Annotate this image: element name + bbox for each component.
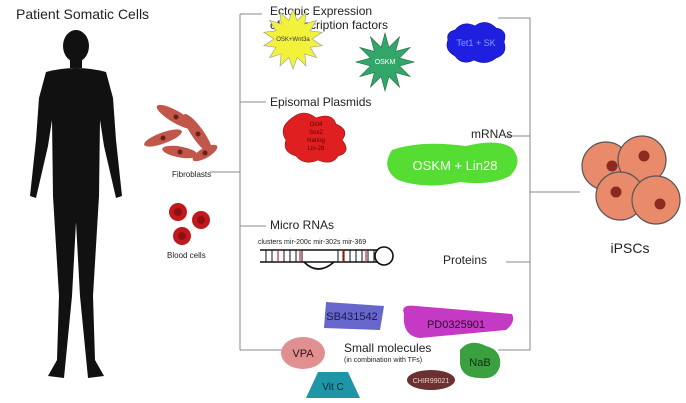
blood-cells (169, 203, 210, 245)
vitc-shape (306, 372, 360, 398)
nab-label: NaB (469, 357, 490, 369)
ipscs-label: iPSCs (611, 240, 650, 256)
fibroblasts-label: Fibroblasts (172, 170, 211, 179)
small-molecules-title: Small molecules (344, 341, 431, 355)
oskm-star (354, 31, 416, 93)
episomal-factor-4: Lin-28 (308, 146, 325, 152)
vitc-label: Vit C (322, 382, 344, 393)
mrna-blob (387, 142, 518, 186)
connector-lines (210, 13, 580, 351)
tet1-sk-blob (446, 22, 506, 63)
osk-wnt3a-star (262, 8, 324, 70)
episomal-title: Episomal Plasmids (270, 95, 371, 109)
patient-title: Patient Somatic Cells (16, 6, 149, 22)
vpa-shape (281, 337, 325, 369)
sb431542-shape (324, 302, 384, 330)
pd0325901-label: PD0325901 (427, 319, 485, 331)
chir99021-label: CHIR99021 (413, 378, 450, 385)
vpa-label: VPA (292, 348, 314, 360)
small-molecules-subtitle: (in combination with TFs) (344, 357, 422, 364)
micro-rna-red-bases (277, 250, 367, 262)
episomal-factor-2: Sox2 (309, 130, 323, 136)
chir99021-shape (407, 370, 455, 390)
proteins-title: Proteins (443, 253, 487, 267)
micro-rnas-title: Micro RNAs (270, 218, 334, 232)
ipsc-cluster (581, 135, 681, 225)
pd0325901-shape (403, 305, 514, 338)
mrna-label: OSKM + Lin28 (413, 158, 498, 173)
human-silhouette (30, 30, 122, 378)
episomal-factor-1: Oct4 (310, 122, 323, 128)
mrnas-title: mRNAs (471, 127, 512, 141)
osk-wnt3a-label: OSK+Wnt3a (276, 37, 310, 43)
nab-shape (460, 342, 501, 379)
fibroblast-cells (144, 104, 218, 162)
micro-rna-bases (265, 250, 375, 262)
ectopic-title-line1: Ectopic Expression (270, 4, 372, 18)
episomal-factor-3: Nanog (307, 138, 325, 144)
micro-rna-clusters: clusters mir-200c mir-302s mir-369 (258, 239, 366, 246)
tet1-sk-label: Tet1 + SK (456, 38, 495, 48)
episomal-blob (282, 112, 347, 163)
blood-cells-label: Blood cells (167, 251, 206, 260)
oskm-label: OSKM (375, 59, 396, 66)
micro-rna-hairpin (260, 246, 394, 270)
sb431542-label: SB431542 (326, 311, 377, 323)
